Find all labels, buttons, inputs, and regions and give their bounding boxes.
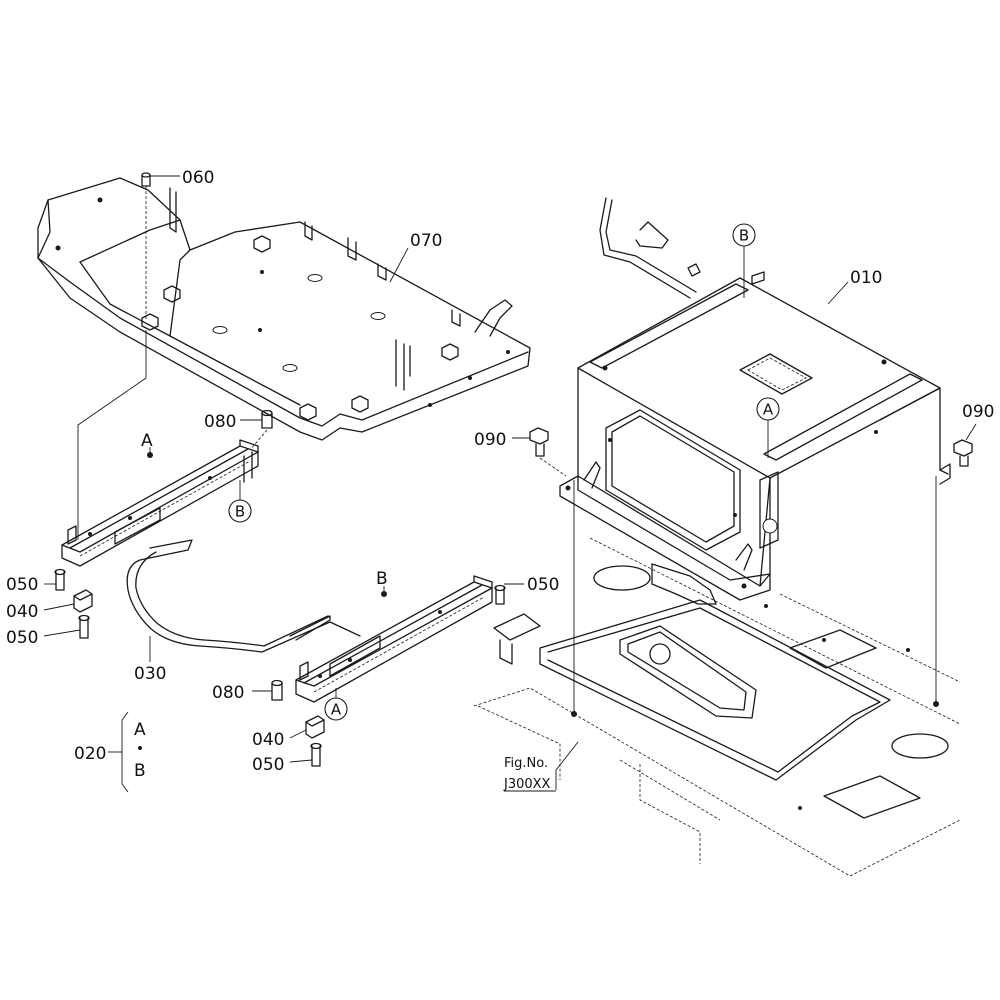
fig-ref-line2: J300XX (503, 777, 551, 792)
bolt-050-left-bottom (43, 614, 90, 639)
leader-010 (827, 281, 849, 305)
ref-circle-a-frame-text: A (763, 401, 774, 419)
ref-circle-b-left-rail-text: B (235, 503, 245, 521)
seat-rail-b (295, 575, 493, 703)
bolt-050-bottom (289, 742, 322, 767)
bolt-050-left-top (44, 568, 66, 591)
ref-circle-b-left-rail: B (228, 480, 252, 523)
label-060: 060 (182, 168, 214, 188)
fig-ref-leader (555, 741, 579, 790)
label-090-left: 090 (474, 430, 506, 450)
label-010: 010 (850, 268, 882, 288)
label-040-top: 040 (6, 602, 38, 622)
fig-ref-line1: Fig.No. (504, 756, 548, 771)
ref-circle-b-frame-text: B (739, 227, 749, 245)
seat-rail-a (61, 439, 259, 567)
ref-circle-b-frame: B (732, 223, 756, 298)
label-kit-b: B (134, 761, 146, 781)
label-b-rail: B (376, 569, 388, 589)
label-kit-a: A (134, 720, 146, 740)
label-090-right: 090 (962, 402, 994, 422)
bolt-080-bottom (252, 679, 283, 701)
label-050-mid: 050 (6, 575, 38, 595)
seat-plate-070 (37, 177, 531, 441)
label-080-bottom: 080 (212, 683, 244, 703)
label-050-right: 050 (527, 575, 559, 595)
label-040-bottom: 040 (252, 730, 284, 750)
floor-panel (473, 537, 961, 877)
lever-rod-030 (126, 539, 361, 662)
label-030: 030 (134, 664, 166, 684)
bolt-080-top (240, 409, 273, 451)
bolt-060 (141, 172, 180, 320)
label-020: 020 (74, 744, 106, 764)
label-050-top: 050 (6, 628, 38, 648)
label-080-top: 080 (204, 412, 236, 432)
seat-frame-010 (559, 197, 951, 601)
leader-070 (389, 247, 409, 283)
ref-circle-a-right-rail-text: A (331, 701, 342, 719)
label-a-rail: A (141, 431, 153, 451)
ref-circle-a-frame: A (756, 397, 780, 458)
clamp-040-left (43, 589, 93, 613)
clamp-040-bottom (289, 715, 325, 739)
label-070: 070 (410, 231, 442, 251)
bolt-090-right (953, 423, 977, 467)
label-050-bottom: 050 (252, 755, 284, 775)
ref-circle-a-right-rail: A (324, 688, 348, 721)
leader-plate-to-rail (77, 330, 147, 540)
kit-020-bracket (108, 711, 142, 793)
bolt-050-right (494, 583, 524, 605)
bolt-090-left (512, 427, 567, 477)
